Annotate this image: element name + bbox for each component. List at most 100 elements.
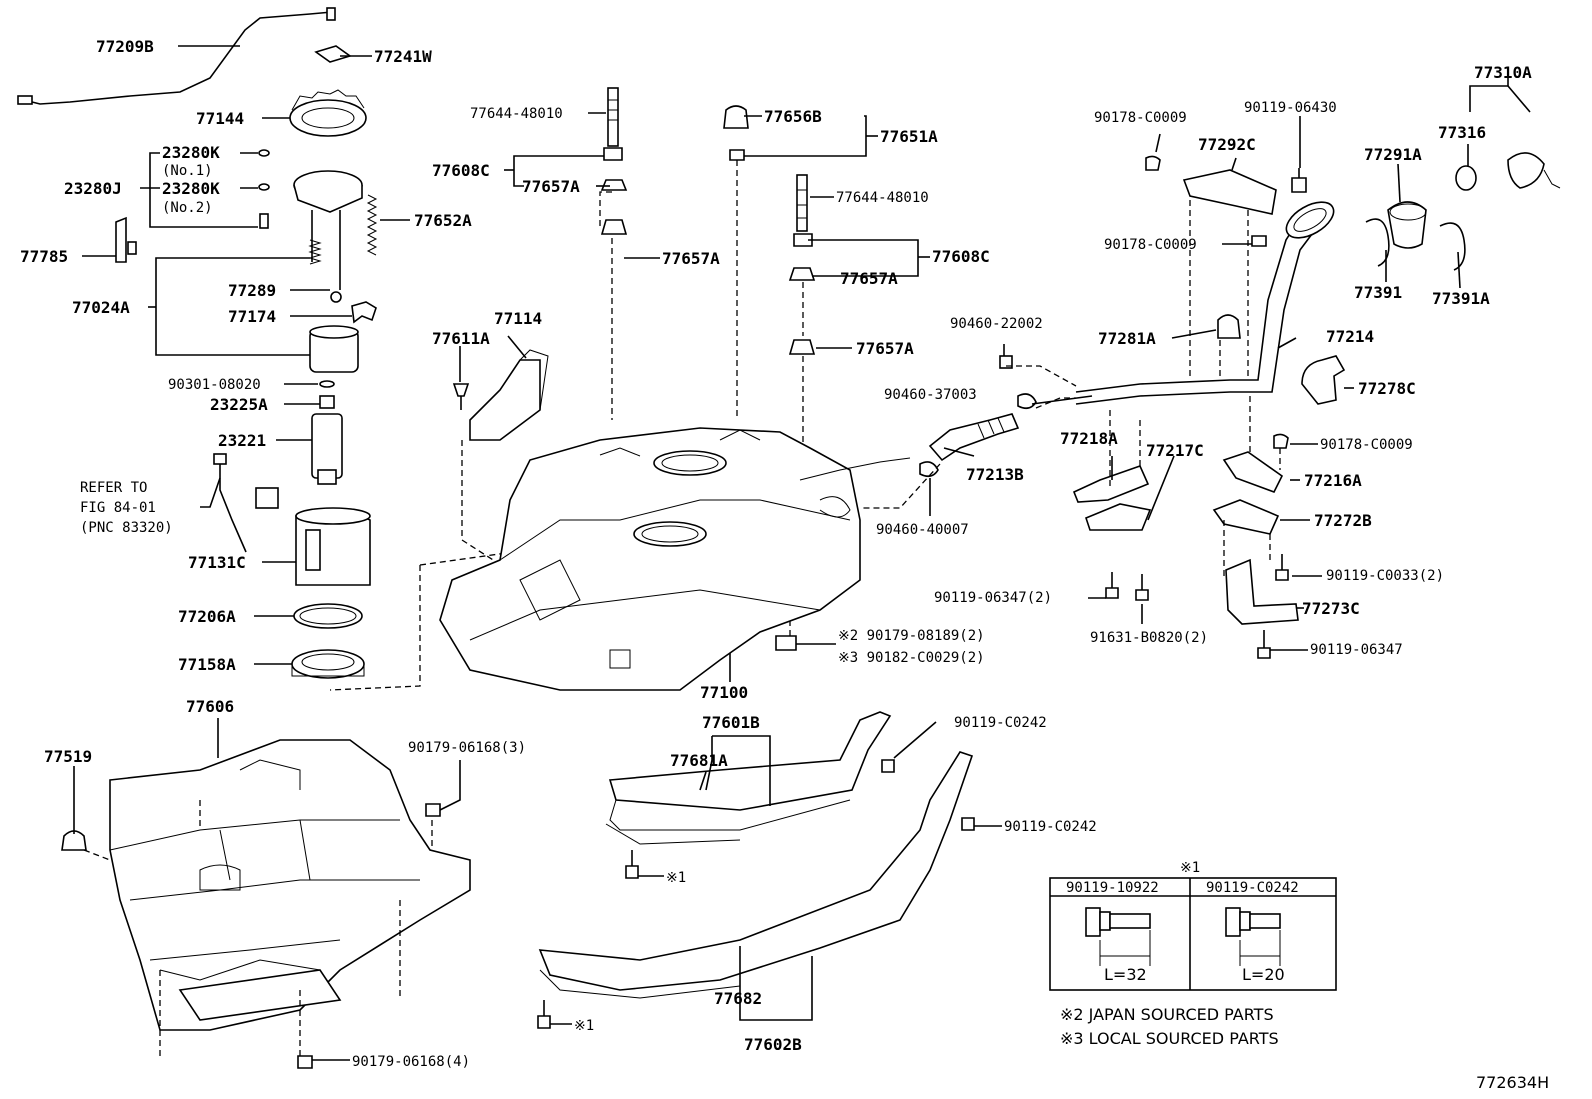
note-japan-sourced: ※2 JAPAN SOURCED PARTS	[1060, 1005, 1274, 1024]
label-refer-2: FIG 84-01	[80, 500, 156, 516]
label-77391A: 77391A	[1432, 289, 1490, 308]
label-90182-C0029: ※3 90182-C0029(2)	[838, 650, 985, 666]
label-90119-C0242-b: 90119-C0242	[1004, 819, 1097, 835]
leader-lines-center	[504, 112, 930, 682]
label-90301-08020: 90301-08020	[168, 377, 261, 393]
label-77206A: 77206A	[178, 607, 236, 626]
label-77310A: 77310A	[1474, 63, 1532, 82]
o-ring-90301	[319, 380, 335, 388]
gasket-77241W	[314, 45, 352, 63]
label-77391: 77391	[1354, 283, 1402, 302]
label-23280K-1: 23280K	[162, 143, 220, 162]
label-23280K-1-note: (No.1)	[162, 163, 213, 179]
label-77216A: 77216A	[1304, 471, 1362, 490]
fuel-pump-assembly	[17, 7, 378, 679]
label-90119-C0242-a: 90119-C0242	[954, 715, 1047, 731]
sender-gauge	[219, 460, 247, 553]
label-77651A: 77651A	[880, 127, 938, 146]
legend-col2-length: L=20	[1242, 965, 1285, 984]
label-77291A: 77291A	[1364, 145, 1422, 164]
spring-coil	[308, 239, 322, 265]
label-77100: 77100	[700, 683, 748, 702]
label-77601B: 77601B	[702, 713, 760, 732]
dashed-guides-cover	[83, 800, 433, 1056]
label-90178-C0009-top: 90178-C0009	[1094, 110, 1187, 126]
connector-shape	[17, 95, 33, 105]
label-23225A: 23225A	[210, 395, 268, 414]
bracket-77114	[452, 335, 549, 441]
label-90460-40007: 90460-40007	[876, 522, 969, 538]
label-77652A: 77652A	[414, 211, 472, 230]
label-77158A: 77158A	[178, 655, 236, 674]
figure-code: 772634H	[1476, 1073, 1549, 1092]
label-77241W: 77241W	[374, 47, 432, 66]
label-90119-06430: 90119-06430	[1244, 100, 1337, 116]
label-77657A-2: 77657A	[662, 249, 720, 268]
label-77608C-left: 77608C	[432, 161, 490, 180]
cushion-23225A	[319, 395, 335, 409]
spring-77652A	[366, 194, 378, 256]
label-90119-06347-2: 90119-06347(2)	[934, 590, 1052, 606]
legend-col2-header: 90119-C0242	[1206, 880, 1299, 896]
label-77289: 77289	[228, 281, 276, 300]
label-90178-C0009-low: 90178-C0009	[1320, 437, 1413, 453]
part-labels: 77209B 77241W 77144 23280K (No.1) 23280J…	[20, 37, 1549, 1092]
filler-pipe-assembly	[919, 152, 1561, 659]
legend-col1-length: L=32	[1104, 965, 1147, 984]
label-90119-C0033: 90119-C0033(2)	[1326, 568, 1444, 584]
label-90178-C0009-mid: 90178-C0009	[1104, 237, 1197, 253]
label-77273C: 77273C	[1302, 599, 1360, 618]
label-77681A: 77681A	[670, 751, 728, 770]
label-77644-48010-top: 77644-48010	[470, 106, 563, 122]
fuel-pump-23221	[311, 413, 343, 479]
label-77131C: 77131C	[188, 553, 246, 572]
label-77114: 77114	[494, 309, 542, 328]
label-77602B: 77602B	[744, 1035, 802, 1054]
label-77217C: 77217C	[1146, 441, 1204, 460]
label-77281A: 77281A	[1098, 329, 1156, 348]
leader-lines-left	[82, 45, 410, 665]
bolt-icon	[297, 803, 441, 1069]
label-23221: 23221	[218, 431, 266, 450]
label-23280J: 23280J	[64, 179, 122, 198]
note-local-sourced: ※3 LOCAL SOURCED PARTS	[1060, 1029, 1279, 1048]
under-cover-77606	[109, 739, 471, 1031]
fuel-tank-77100	[439, 427, 911, 691]
label-77519: 77519	[44, 747, 92, 766]
legend-col1-header: 90119-10922	[1066, 880, 1159, 896]
label-77214: 77214	[1326, 327, 1374, 346]
grommet-77289	[330, 291, 342, 303]
label-90119-06347: 90119-06347	[1310, 642, 1403, 658]
label-77218A: 77218A	[1060, 429, 1118, 448]
fuel-tank-straps	[537, 711, 975, 1029]
label-refer-1: REFER TO	[80, 480, 147, 496]
connector-shape	[326, 7, 336, 21]
label-77608C-right: 77608C	[932, 247, 990, 266]
label-90460-37003: 90460-37003	[884, 387, 977, 403]
tank-mount-hardware	[600, 87, 816, 651]
label-90460-22002: 90460-22002	[950, 316, 1043, 332]
label-23280K-2: 23280K	[162, 179, 220, 198]
locking-ring-77144	[289, 99, 367, 137]
label-77682: 77682	[714, 989, 762, 1008]
label-77316: 77316	[1438, 123, 1486, 142]
label-77213B: 77213B	[966, 465, 1024, 484]
label-91631-B0820: 91631-B0820(2)	[1090, 630, 1208, 646]
label-77785: 77785	[20, 247, 68, 266]
bolt-icon	[1105, 554, 1289, 659]
leader-lines-straps	[550, 721, 1002, 1025]
label-77611A: 77611A	[432, 329, 490, 348]
label-mark1-a: ※1	[666, 870, 686, 886]
label-77024A: 77024A	[72, 298, 130, 317]
label-23280K-2-note: (No.2)	[162, 200, 213, 216]
label-77657A-4: 77657A	[856, 339, 914, 358]
dashed-guides-right	[860, 200, 1281, 580]
leader-lines-right	[929, 74, 1531, 651]
label-77209B: 77209B	[96, 37, 154, 56]
bolt-icon	[1085, 907, 1151, 966]
label-90179-06168-3: 90179-06168(3)	[408, 740, 526, 756]
label-77278C: 77278C	[1358, 379, 1416, 398]
label-refer-3: (PNC 83320)	[80, 520, 173, 536]
label-90179-06168-4: 90179-06168(4)	[352, 1054, 470, 1070]
